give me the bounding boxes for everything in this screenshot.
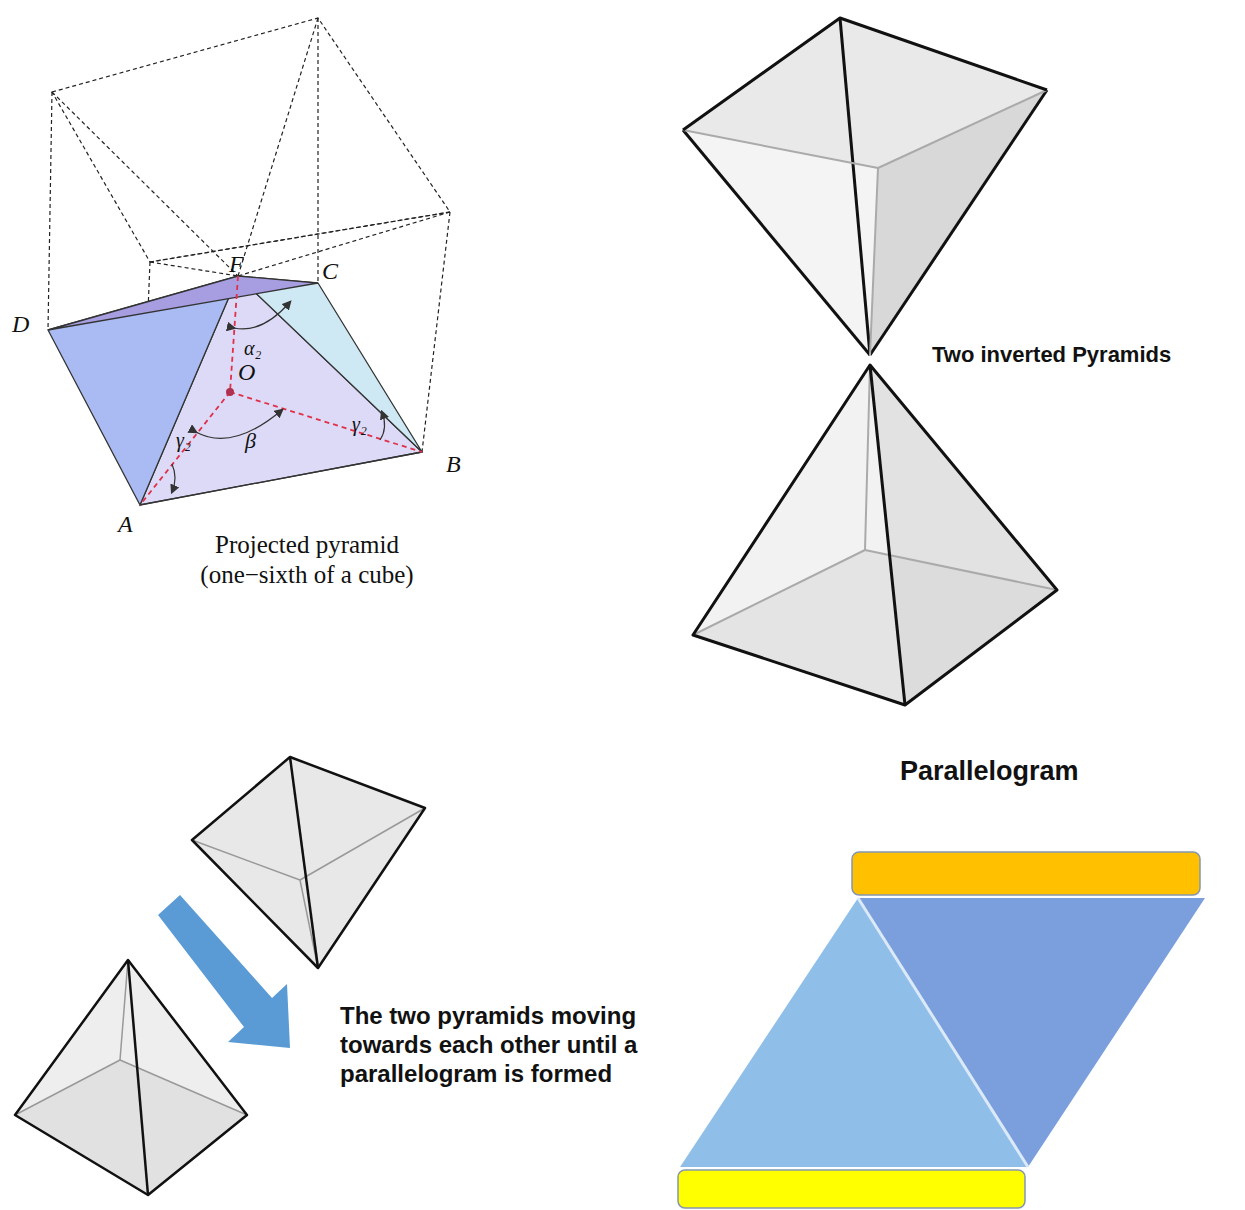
angle-arcs xyxy=(172,302,385,492)
point-label: A xyxy=(118,510,133,539)
point-label: O xyxy=(238,358,255,387)
angle-label: γ₂ xyxy=(176,428,191,452)
point-label: C xyxy=(322,257,338,286)
angle-label: β xyxy=(245,428,256,454)
figure-caption: Two inverted Pyramids xyxy=(932,342,1171,368)
panel-heading: Parallelogram xyxy=(900,755,1079,787)
angle-label: γ₂ xyxy=(352,412,367,436)
cube-outline xyxy=(48,18,450,505)
moving-pyramids xyxy=(15,757,425,1195)
point-label: F xyxy=(229,250,244,279)
motion-arrow xyxy=(158,895,290,1048)
figure-caption: The two pyramids moving towards each oth… xyxy=(340,1002,660,1088)
point-label: D xyxy=(12,310,29,339)
projection-lines xyxy=(140,276,422,505)
point-label: B xyxy=(446,450,461,479)
angle-label: α₂ xyxy=(244,336,261,360)
figure-caption: Projected pyramid (one−sixth of a cube) xyxy=(172,530,442,590)
parallelogram xyxy=(678,852,1205,1208)
center-point xyxy=(226,388,234,396)
projected-pyramid xyxy=(48,276,422,505)
